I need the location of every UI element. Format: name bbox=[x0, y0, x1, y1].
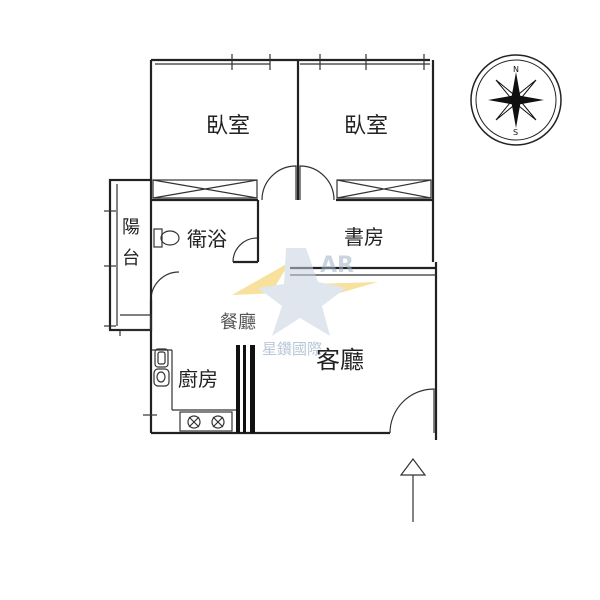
bedroom-right-label: 臥室 bbox=[344, 114, 388, 139]
wardrobe-right bbox=[336, 179, 432, 199]
watermark-text: 星鑽國際 bbox=[262, 340, 322, 358]
kitchen-partition bbox=[236, 345, 255, 433]
balcony bbox=[104, 178, 153, 336]
kitchen-counter bbox=[143, 348, 236, 416]
door-swings bbox=[150, 165, 435, 434]
svg-text:AR: AR bbox=[320, 253, 354, 278]
study-label: 書房 bbox=[344, 225, 384, 249]
wardrobe-left bbox=[152, 179, 258, 199]
kitchen-label: 廚房 bbox=[178, 367, 218, 391]
interior-walls bbox=[151, 60, 436, 276]
compass-icon: N S bbox=[470, 54, 562, 146]
stove-icon bbox=[179, 411, 233, 432]
bathroom-label: 衛浴 bbox=[187, 227, 227, 251]
bedroom-left-label: 臥室 bbox=[206, 114, 250, 139]
entrance-arrow-icon bbox=[399, 458, 427, 522]
living-room-label: 客廳 bbox=[316, 346, 364, 374]
toilet-icon bbox=[153, 228, 180, 248]
compass-north: N bbox=[513, 65, 519, 74]
dining-label: 餐廳 bbox=[220, 312, 256, 333]
watermark-logo: AR bbox=[232, 248, 378, 336]
compass-south: S bbox=[513, 128, 518, 137]
balcony-label-top: 陽 bbox=[122, 217, 140, 238]
balcony-label-bottom: 台 bbox=[122, 248, 140, 269]
